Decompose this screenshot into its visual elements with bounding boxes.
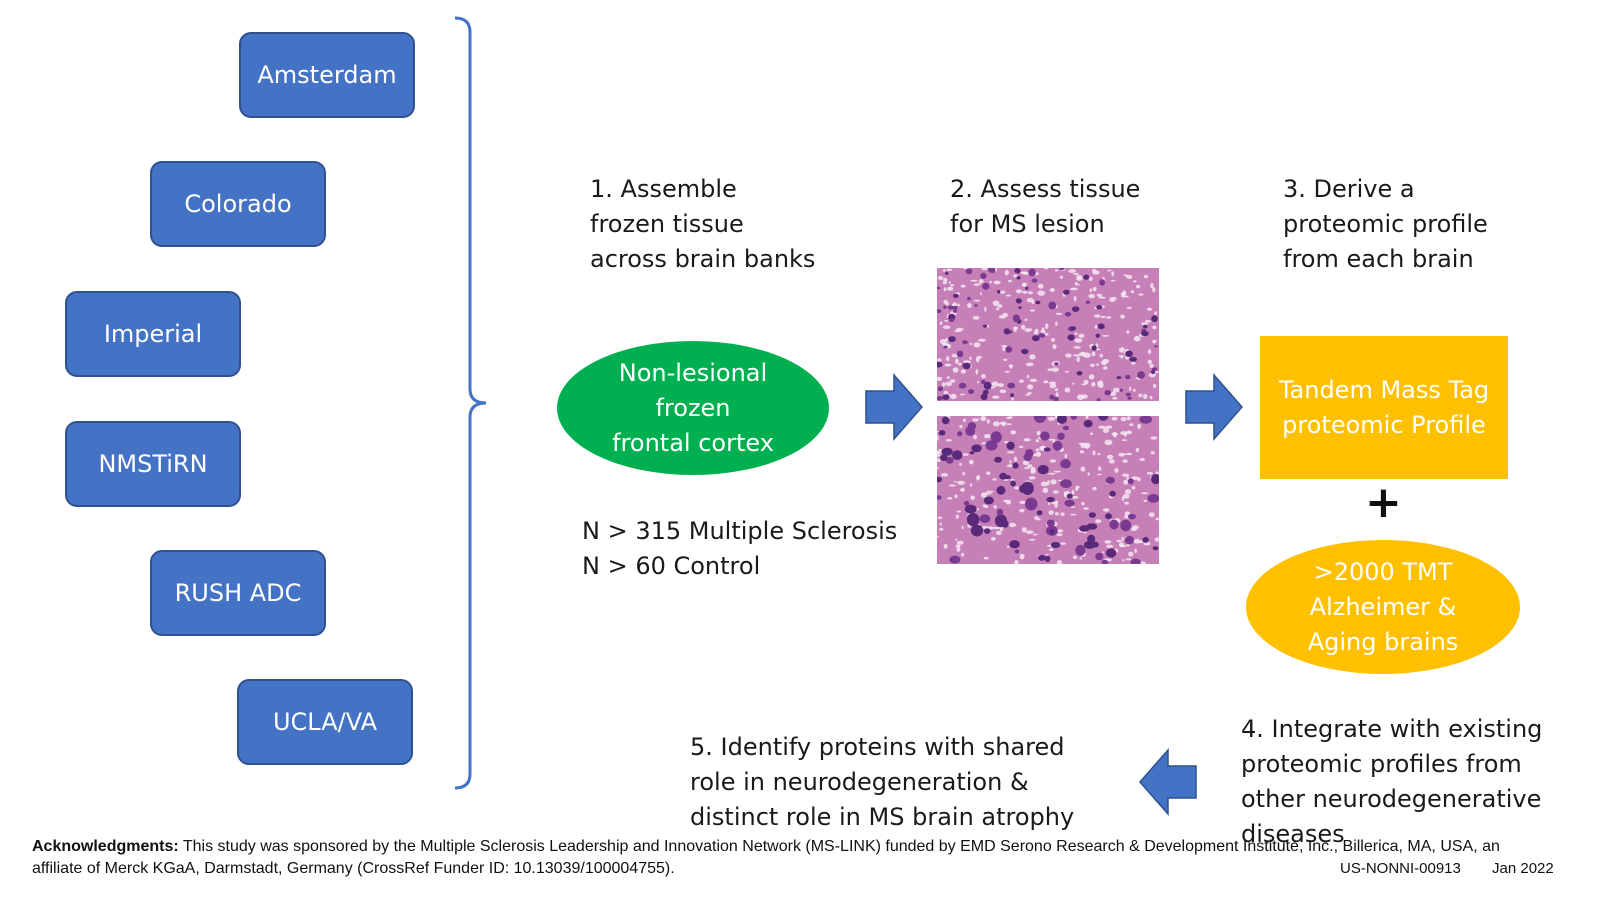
control-cohort-count: N > 60 Control (582, 552, 761, 580)
document-code: US-NONNI-00913 (1340, 860, 1461, 877)
h-and-e-stain-bottom (937, 416, 1159, 564)
bank-label: Amsterdam (257, 61, 397, 89)
plus-sign: + (1365, 477, 1402, 528)
step-3-text: 3. Derive a proteomic profile from each … (1283, 175, 1488, 273)
bank-rush-adc: RUSH ADC (150, 550, 326, 636)
left-arrow-icon (1139, 748, 1197, 816)
acknowledgments: Acknowledgments: This study was sponsore… (32, 836, 1552, 880)
bank-label: NMSTiRN (98, 450, 208, 478)
step-2-text: 2. Assess tissue for MS lesion (950, 175, 1141, 238)
grouping-bracket (454, 16, 487, 790)
bank-label: UCLA/VA (272, 708, 378, 736)
non-lesional-tissue-oval: Non-lesional frozen frontal cortex (557, 341, 829, 475)
alzheimer-aging-oval: >2000 TMT Alzheimer & Aging brains (1246, 540, 1520, 674)
acknowledgments-label: Acknowledgments: (32, 838, 179, 855)
bank-colorado: Colorado (150, 161, 326, 247)
bank-label: Imperial (103, 320, 203, 348)
bank-label: RUSH ADC (174, 579, 302, 607)
bank-ucla-va: UCLA/VA (237, 679, 413, 765)
bank-nmstirn: NMSTiRN (65, 421, 241, 507)
h-and-e-stain-top (937, 268, 1159, 401)
document-date: Jan 2022 (1492, 860, 1554, 877)
acknowledgments-text: This study was sponsored by the Multiple… (32, 838, 1500, 877)
bank-amsterdam: Amsterdam (239, 32, 415, 118)
step-4-text: 4. Integrate with existing proteomic pro… (1241, 715, 1543, 848)
tmt-profile-box: Tandem Mass Tag proteomic Profile (1260, 336, 1508, 479)
bank-imperial: Imperial (65, 291, 241, 377)
ms-cohort-count: N > 315 Multiple Sclerosis (582, 517, 898, 545)
step-1-text: 1. Assemble frozen tissue across brain b… (590, 175, 816, 273)
bank-label: Colorado (184, 190, 292, 218)
step-5-text: 5. Identify proteins with shared role in… (690, 733, 1075, 831)
right-arrow-icon (865, 373, 923, 441)
right-arrow-icon (1185, 373, 1243, 441)
